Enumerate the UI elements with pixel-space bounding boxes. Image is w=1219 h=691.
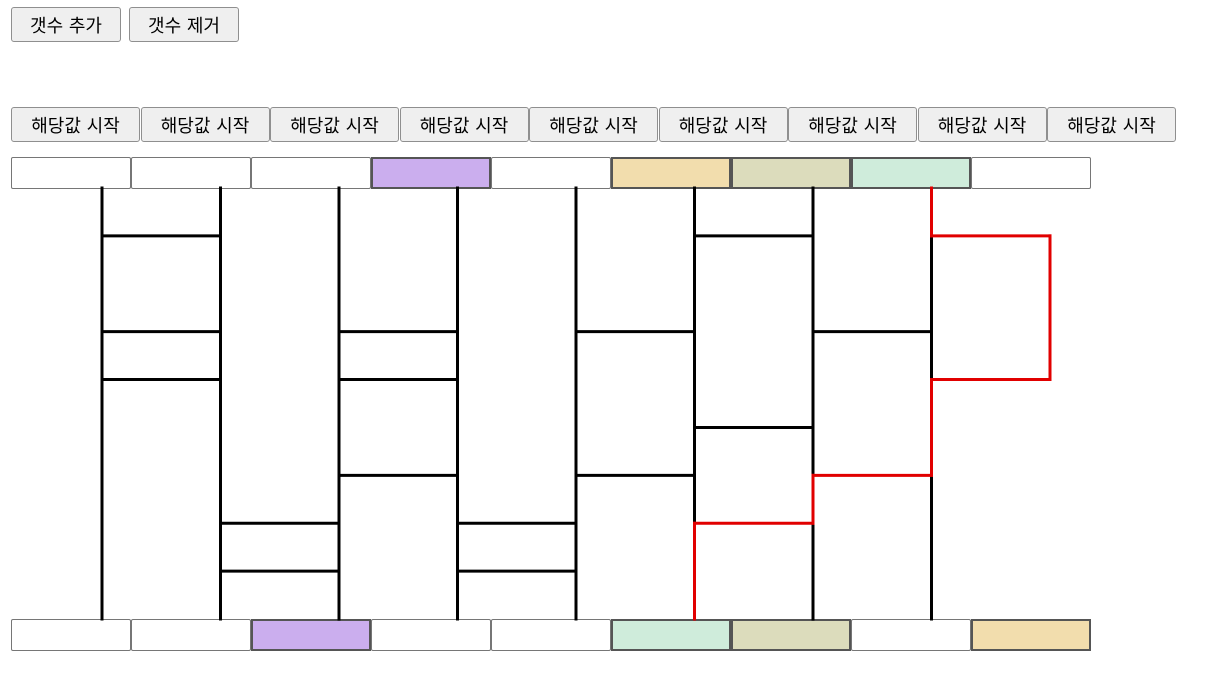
bottom-slot-9 [971, 619, 1091, 651]
bottom-slot-3 [251, 619, 371, 651]
bottom-slot-5 [491, 619, 611, 651]
top-slot-6 [611, 157, 731, 189]
top-slot-8 [851, 157, 971, 189]
bottom-slot-6 [611, 619, 731, 651]
start-button-1[interactable]: 해당값 시작 [11, 107, 140, 142]
top-slot-9 [971, 157, 1091, 189]
top-slot-5 [491, 157, 611, 189]
start-button-7[interactable]: 해당값 시작 [788, 107, 917, 142]
bottom-slot-1 [11, 619, 131, 651]
top-slot-2 [131, 157, 251, 189]
remove-count-button[interactable]: 갯수 제거 [129, 7, 239, 42]
start-button-5[interactable]: 해당값 시작 [529, 107, 658, 142]
top-slot-3 [251, 157, 371, 189]
start-button-3[interactable]: 해당값 시작 [270, 107, 399, 142]
bottom-slot-2 [131, 619, 251, 651]
start-button-9[interactable]: 해당값 시작 [1047, 107, 1176, 142]
bottom-slot-4 [371, 619, 491, 651]
top-slot-7 [731, 157, 851, 189]
start-button-8[interactable]: 해당값 시작 [917, 107, 1047, 142]
top-slot-1 [11, 157, 131, 189]
bottom-slot-8 [851, 619, 971, 651]
bottom-slot-7 [731, 619, 851, 651]
start-button-6[interactable]: 해당값 시작 [658, 107, 788, 142]
start-button-2[interactable]: 해당값 시작 [140, 107, 270, 142]
add-count-button[interactable]: 갯수 추가 [11, 7, 121, 42]
start-button-4[interactable]: 해당값 시작 [399, 107, 529, 142]
top-slot-4 [371, 157, 491, 189]
